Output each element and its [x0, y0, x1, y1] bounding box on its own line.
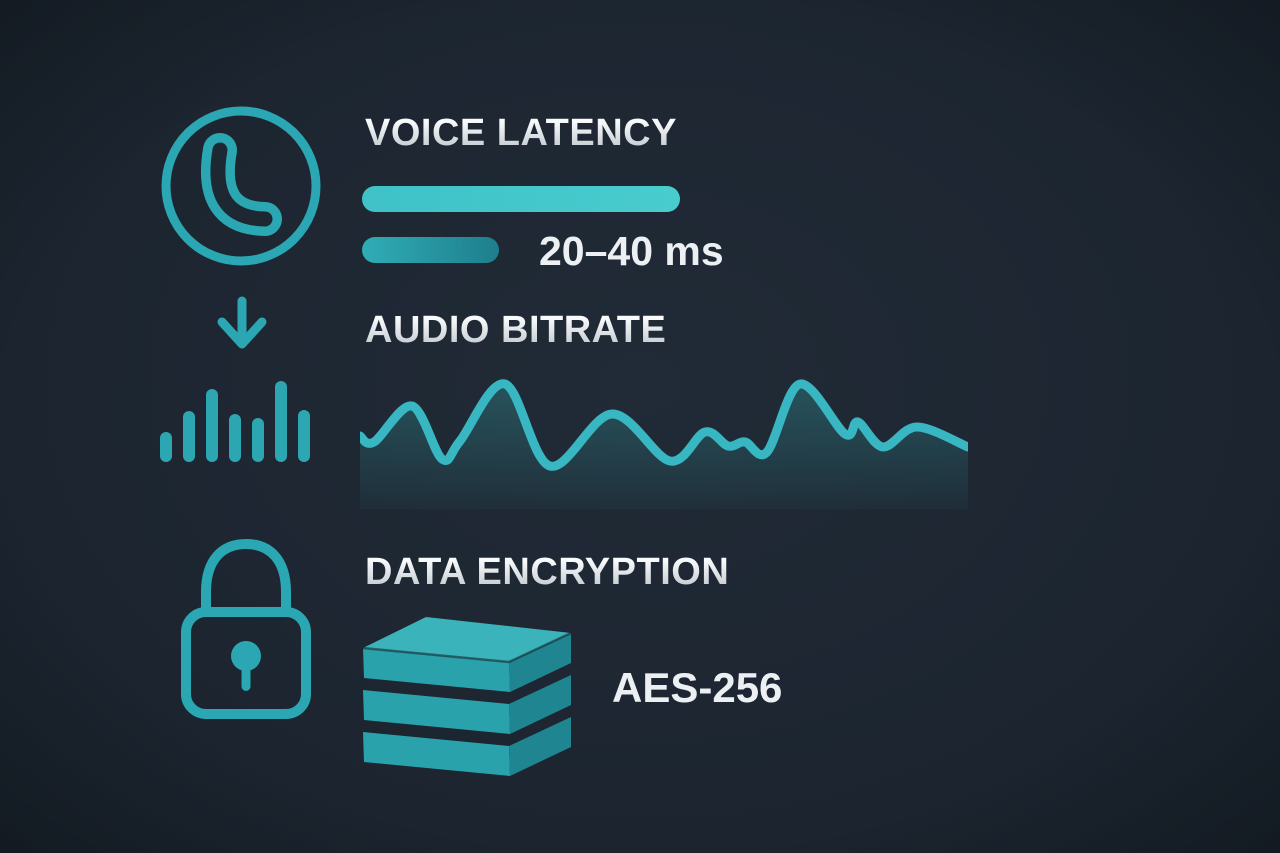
waveform-line [360, 379, 968, 471]
equalizer-bar [229, 414, 241, 462]
equalizer-bar [183, 411, 195, 462]
equalizer-bar [275, 381, 287, 462]
encryption-standard-value: AES-256 [612, 664, 783, 711]
equalizer-bar [160, 432, 172, 462]
equalizer-bar [252, 418, 264, 462]
equalizer-bar [206, 389, 218, 462]
waveform-fill [360, 383, 968, 509]
equalizer-bar [298, 410, 310, 462]
latency-bar-partial [362, 237, 499, 263]
audio-bitrate-title: AUDIO BITRATE [365, 309, 667, 351]
audio-bitrate-chart [360, 379, 968, 509]
voice-latency-title: VOICE LATENCY [365, 112, 677, 154]
keyhole [231, 641, 261, 671]
lock-icon [181, 538, 311, 719]
database-stack-icon [362, 617, 572, 776]
data-encryption-title: DATA ENCRYPTION [365, 551, 730, 593]
down-arrow-icon [217, 296, 267, 349]
voice-latency-value: 20–40 ms [539, 228, 724, 274]
equalizer-icon [160, 377, 310, 462]
phone-icon [161, 106, 321, 266]
latency-bar-full [362, 186, 680, 212]
